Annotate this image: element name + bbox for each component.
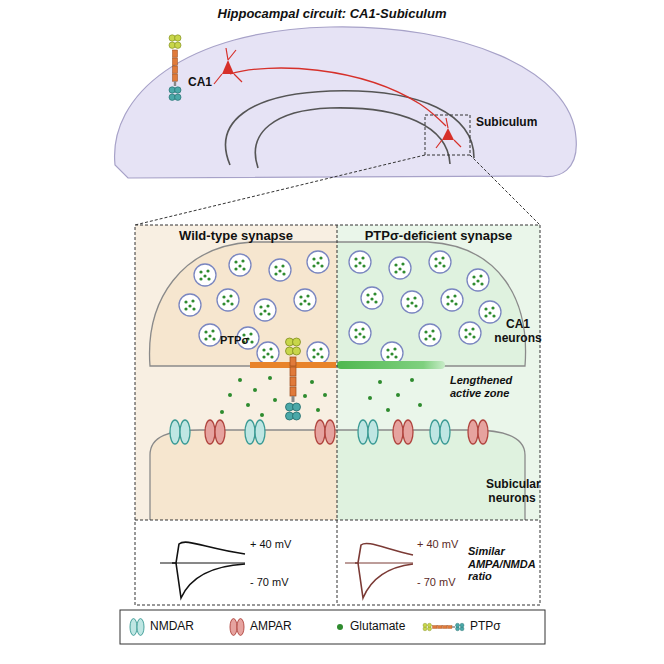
figure-title: Hippocampal circuit: CA1-Subiculum <box>0 7 664 22</box>
voltage-label: + 40 mV <box>250 538 291 551</box>
synapse-panel: Wild-type synapse <box>135 225 337 520</box>
neuron-label: CA1 neurons <box>494 318 542 346</box>
neuron-label: Subicular neurons <box>486 478 538 506</box>
panel-heading: PTPσ-deficient synapse <box>341 229 536 244</box>
legend-label: PTPσ <box>470 620 501 634</box>
annotation-label: Lengthened active zone <box>450 374 532 399</box>
region-label: CA1 <box>188 76 212 90</box>
voltage-label: + 40 mV <box>417 538 458 551</box>
legend-label: NMDAR <box>150 620 194 634</box>
panel-heading: Wild-type synapse <box>139 229 333 244</box>
legend-label: Glutamate <box>350 620 405 634</box>
voltage-label: - 70 mV <box>417 576 456 589</box>
molecule-label: PTPσ <box>220 334 249 347</box>
synapse-panel: PTPσ-deficient synapse <box>337 225 540 520</box>
voltage-label: - 70 mV <box>250 576 289 589</box>
legend-label: AMPAR <box>250 620 292 634</box>
result-label: Similar AMPA/NMDA ratio <box>468 545 538 583</box>
region-label: Subiculum <box>476 116 537 130</box>
